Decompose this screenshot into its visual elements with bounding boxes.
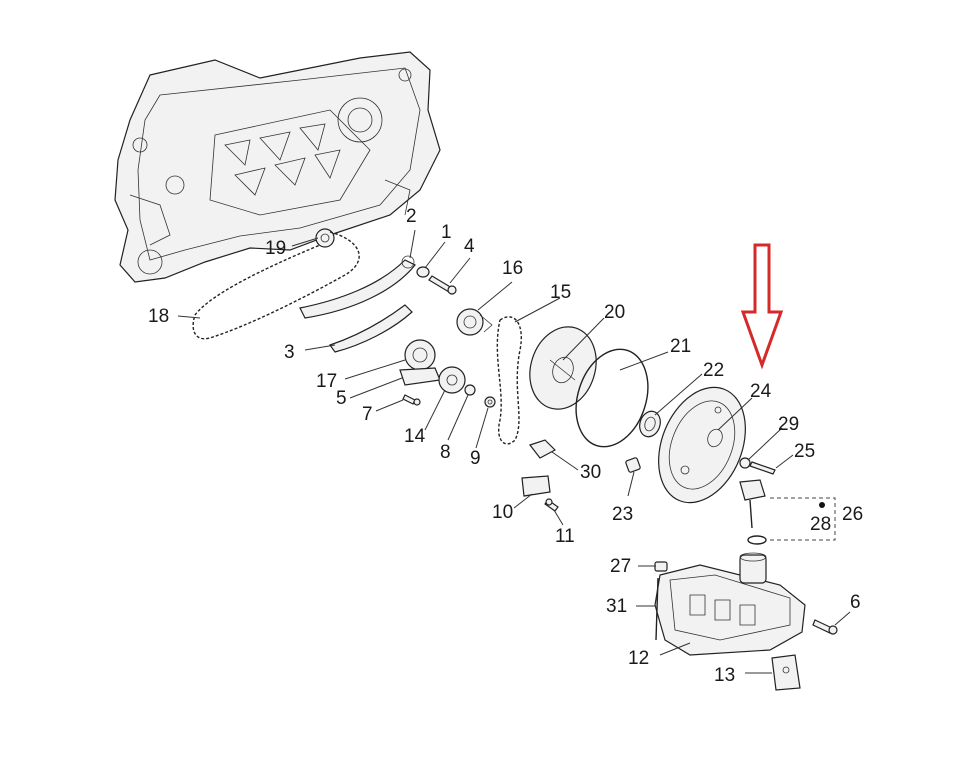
part-1-washer	[416, 266, 430, 278]
part-8-washer	[464, 384, 476, 396]
part-9-nut	[484, 396, 496, 408]
label-part-27: 27	[610, 556, 631, 577]
part-17-pump-gear	[399, 339, 441, 386]
label-part-3: 3	[284, 342, 295, 363]
label-part-31: 31	[606, 596, 627, 617]
part-27-dowel	[654, 561, 668, 572]
label-part-17: 17	[316, 371, 337, 392]
label-part-15: 15	[550, 282, 571, 303]
part-25-bolt	[749, 461, 776, 475]
label-part-26: 26	[842, 504, 863, 525]
label-part-24: 24	[750, 381, 772, 402]
part-7-screw	[402, 394, 421, 406]
part-20-plate	[529, 326, 597, 410]
part-24-cover	[658, 386, 746, 504]
label-part-21: 21	[670, 336, 691, 357]
label-part-30: 30	[580, 462, 601, 483]
part-14-gear	[438, 366, 466, 394]
label-part-4: 4	[464, 236, 475, 257]
part-11-screw	[544, 498, 559, 512]
label-part-2: 2	[406, 206, 417, 227]
part-3-guide	[329, 304, 413, 353]
part-12-oil-pump-body	[654, 552, 806, 656]
part-26-sensor	[739, 479, 766, 529]
part-30-clip	[529, 439, 556, 459]
leader-lines	[177, 229, 851, 674]
label-part-7: 7	[362, 404, 373, 425]
part-16-sprocket	[456, 308, 493, 336]
label-part-9: 9	[470, 448, 481, 469]
label-part-20: 20	[604, 302, 625, 323]
label-part-6: 6	[850, 592, 861, 613]
part-21-o-ring	[575, 348, 649, 448]
part-10-bracket	[521, 475, 551, 497]
label-part-10: 10	[492, 502, 513, 523]
part-28-seal-ring	[747, 535, 767, 545]
label-part-19: 19	[265, 238, 286, 259]
label-part-13: 13	[714, 665, 735, 686]
part-4-bolt	[428, 275, 457, 295]
part-labels: 1 2 3 4 5 6 7 8 9 10 11 12 13 14 15 16 1…	[148, 206, 863, 686]
highlight-arrow	[740, 243, 784, 370]
label-part-25: 25	[794, 441, 815, 462]
part-26-group-bracket	[768, 497, 836, 541]
label-part-18: 18	[148, 306, 169, 327]
part-22-seal	[639, 410, 661, 438]
label-part-14: 14	[404, 426, 426, 447]
label-part-12: 12	[628, 648, 649, 669]
part-26-marker-dot	[819, 502, 825, 508]
part-19-sprocket	[315, 228, 335, 248]
part-15-chain	[496, 316, 522, 445]
label-part-11: 11	[555, 526, 575, 547]
label-part-29: 29	[778, 414, 799, 435]
part-13-bracket	[771, 654, 801, 691]
label-part-5: 5	[336, 388, 347, 409]
part-6-bolt	[812, 619, 838, 635]
label-part-16: 16	[502, 258, 523, 279]
label-part-22: 22	[703, 360, 724, 381]
label-part-23: 23	[612, 504, 633, 525]
label-part-1: 1	[441, 222, 452, 243]
part-31-gasket	[655, 577, 659, 641]
part-23-dowel	[625, 457, 641, 473]
part-29-washer	[739, 457, 751, 469]
label-part-8: 8	[440, 442, 451, 463]
label-part-28: 28	[810, 514, 831, 535]
part-2-guide	[299, 255, 416, 319]
